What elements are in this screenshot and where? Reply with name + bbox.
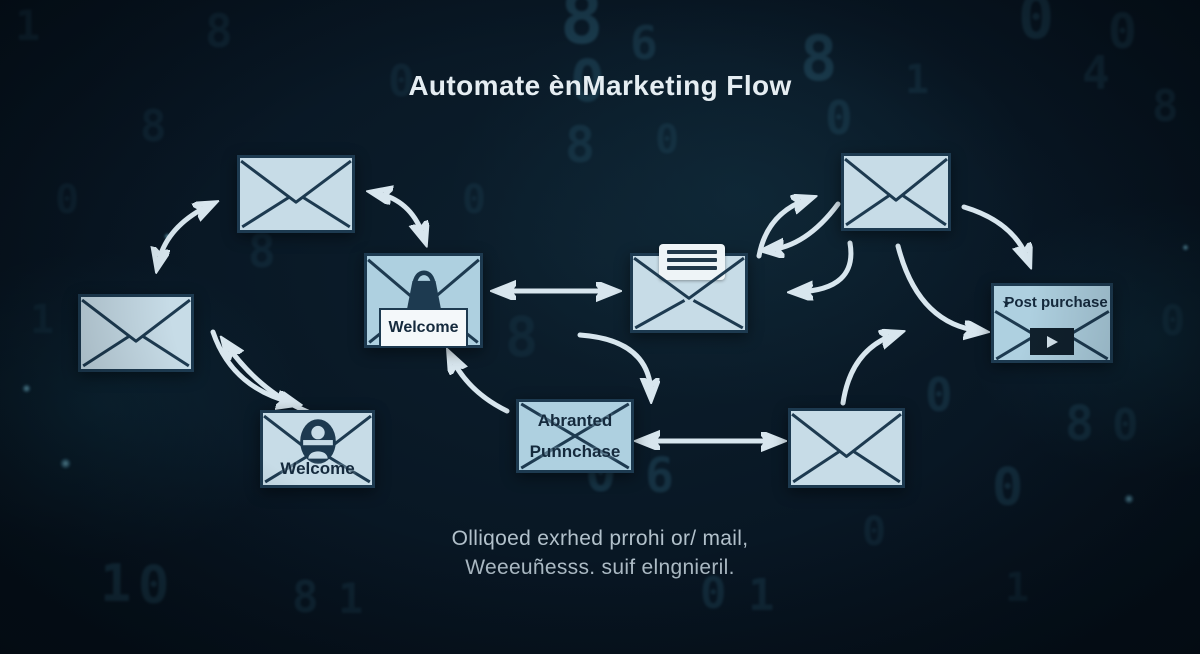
play-triangle-icon <box>1046 335 1058 348</box>
bokeh-dot <box>1182 244 1189 251</box>
background-digit: 0 <box>992 458 1024 518</box>
node-abandoned-purchase: Abranted Punnchase <box>516 399 634 473</box>
background-digit: 8 <box>505 305 539 369</box>
envelope-icon <box>791 411 902 485</box>
background-digit: 0 <box>1160 296 1186 345</box>
background-digit: 8 <box>248 224 276 278</box>
background-digit: 0 <box>55 177 80 223</box>
background-digit: 8 <box>560 0 604 60</box>
node-label-line-2: Punnchase <box>529 442 621 461</box>
page-title: Automate ènMarketing Flow <box>408 70 792 101</box>
envelope-icon <box>844 156 948 228</box>
caption-line-1: Olliqoed exrhed prrohi or/ mail, <box>451 527 749 550</box>
caption-line-2: Weeeuñesss. suif elngnieril. <box>465 556 735 580</box>
background-digit: 0 <box>655 117 680 163</box>
background-digit: 8 <box>140 101 167 152</box>
node-post-purchase: ➤ Post purchase <box>991 283 1113 363</box>
background-digit: 1 <box>338 574 364 623</box>
shopping-bag-icon <box>406 270 441 309</box>
node-label: Post purchase <box>1004 294 1108 311</box>
background-digit: 0 <box>1108 4 1137 60</box>
play-button-icon <box>1030 328 1074 355</box>
document-text-line <box>667 250 717 254</box>
background-digit: 0 <box>1112 400 1139 451</box>
background-digit: 6 <box>645 448 674 504</box>
background-digit: 8 <box>565 116 596 174</box>
node-label-box: Welcome <box>379 308 468 348</box>
envelope-icon <box>240 158 352 230</box>
background-digit: 8 <box>1065 396 1094 452</box>
bokeh-dot <box>1124 494 1134 504</box>
node-welcome-shopping: Welcome <box>364 253 483 348</box>
node-incoming-mail <box>630 244 748 333</box>
background-digit: 6 <box>630 16 658 70</box>
node-welcome-subscriber: Welcome <box>260 410 375 488</box>
background-digit: 8 <box>205 4 233 58</box>
background-digit: 0 <box>1018 0 1055 53</box>
background-digit: 1 <box>15 1 41 50</box>
envelope-icon <box>81 297 191 369</box>
node-envelope-bottom-right <box>788 408 905 488</box>
node-envelope-top-right <box>841 153 951 231</box>
caption: Olliqoed exrhed prrohi or/ mail, Weeeuñe… <box>0 524 1200 583</box>
background-digit: 0 <box>462 177 487 223</box>
background-digit: 1 <box>30 297 55 343</box>
node-label: Welcome <box>388 319 459 336</box>
envelope-icon <box>633 256 745 330</box>
node-envelope-left <box>78 294 194 372</box>
bokeh-dot <box>22 384 31 393</box>
node-envelope-top-left <box>237 155 355 233</box>
bokeh-dot <box>164 233 171 240</box>
background-digit: 0 <box>925 368 953 422</box>
bokeh-dot <box>60 458 71 469</box>
node-label: Welcome <box>280 459 355 478</box>
node-label-line-1: Abranted <box>537 411 613 430</box>
